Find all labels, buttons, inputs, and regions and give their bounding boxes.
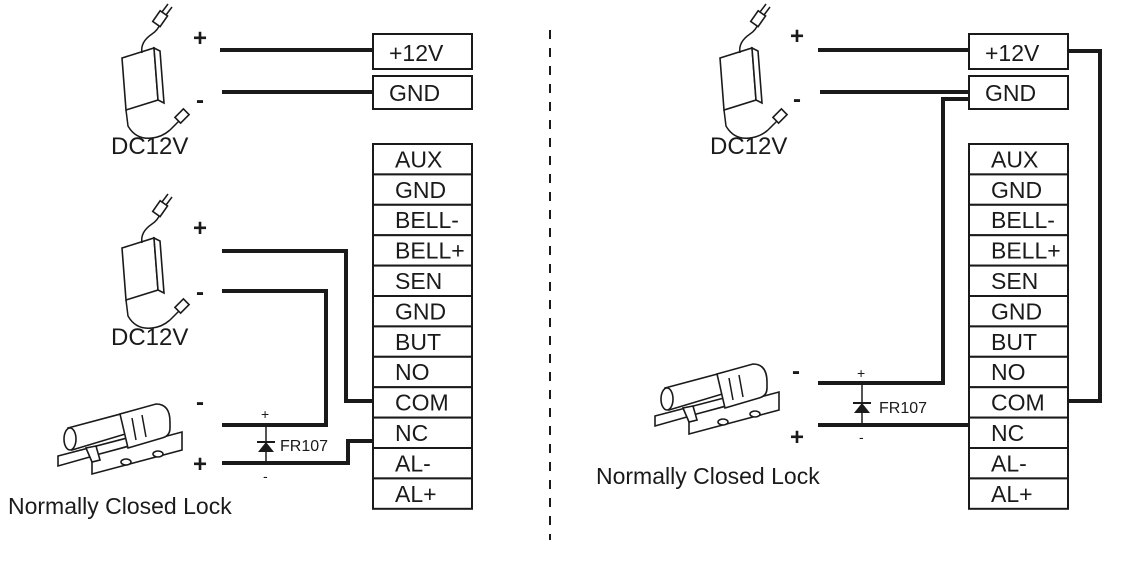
diode-icon [852, 402, 872, 414]
terminal-label: +12V [389, 40, 444, 66]
terminal-cell [372, 203, 473, 237]
terminal-label: SEN [395, 268, 442, 294]
minus-sign: - [792, 358, 800, 385]
terminal-label: NO [991, 359, 1026, 385]
terminal-label: NC [395, 420, 428, 446]
terminal-cell [372, 325, 473, 358]
terminal-cell [968, 386, 1069, 419]
terminal-cell [372, 234, 473, 267]
terminal-cell [968, 355, 1069, 389]
psu-label: DC12V [111, 133, 188, 160]
plus-sign-small: + [857, 365, 865, 381]
electric-lock-icon [57, 403, 183, 475]
terminal-cell [968, 264, 1069, 298]
minus-sign: - [196, 389, 204, 416]
terminal-cell [372, 386, 473, 419]
terminal-label: COM [991, 390, 1045, 416]
terminal-label: GND [395, 177, 446, 203]
minus-sign-small: - [859, 429, 864, 445]
plus-sign: + [193, 451, 207, 478]
minus-sign-small: - [263, 468, 268, 484]
electric-lock-icon [654, 363, 780, 435]
terminal-label: AL+ [991, 481, 1033, 507]
left-panel: + - DC12V +12V GND AUX GND BELL- BELL+ SEN GN… [8, 3, 473, 519]
power-adapter-icon [121, 3, 190, 140]
terminal-label: BELL+ [991, 238, 1061, 264]
power-terminal-block: +12V GND [968, 33, 1069, 110]
wire [222, 249, 373, 403]
terminal-cell [968, 203, 1069, 237]
right-panel: + - DC12V +12V GND AUX GND BELL- BELL+ SEN GN… [596, 3, 1102, 510]
plus-sign: + [193, 215, 207, 242]
terminal-label: GND [991, 177, 1042, 203]
terminal-label: BELL- [991, 207, 1055, 233]
diode-icon [256, 441, 276, 453]
diode-label: FR107 [879, 400, 927, 417]
terminal-cell [372, 355, 473, 389]
terminal-label: NO [395, 359, 430, 385]
terminal-label: AL- [395, 450, 431, 476]
terminal-block: AUX GND BELL- BELL+ SEN GND BUT NO COM NC AL- AL+ [968, 143, 1069, 510]
terminal-label: AUX [991, 146, 1038, 172]
terminal-cell [372, 416, 473, 450]
terminal-cell [968, 143, 1069, 176]
terminal-cell [372, 264, 473, 298]
plus-sign: + [790, 23, 804, 50]
plus-sign: + [193, 25, 207, 52]
plus-sign-small: + [261, 406, 269, 422]
diode-label: FR107 [280, 438, 328, 455]
lock-label: Normally Closed Lock [8, 493, 232, 519]
terminal-block: AUX GND BELL- BELL+ SEN GND BUT NO COM NC AL- AL+ [372, 143, 473, 510]
terminal-label: BELL+ [395, 238, 465, 264]
terminal-cell [372, 173, 473, 206]
terminal-cell [968, 477, 1069, 510]
terminal-label: GND [985, 80, 1036, 106]
terminal-cell [968, 295, 1069, 328]
terminal-cell [372, 477, 473, 510]
terminal-label: BUT [991, 329, 1037, 355]
minus-sign: - [793, 86, 801, 113]
power-terminal-block: +12V GND [372, 33, 473, 110]
terminal-label: BUT [395, 329, 441, 355]
terminal-cell [968, 234, 1069, 267]
power-adapter-icon [121, 193, 190, 330]
terminal-cell [372, 143, 473, 176]
wire [222, 289, 328, 427]
terminal-label: GND [991, 298, 1042, 324]
wire [222, 439, 373, 465]
psu-label: DC12V [111, 324, 188, 351]
wire [1068, 49, 1102, 403]
terminal-cell [372, 295, 473, 328]
lock-label: Normally Closed Lock [596, 463, 820, 489]
terminal-label: AL+ [395, 481, 437, 507]
terminal-label: COM [395, 390, 449, 416]
terminal-label: BELL- [395, 207, 459, 233]
wire [818, 97, 969, 385]
power-adapter-icon [719, 3, 788, 140]
minus-sign: - [196, 279, 204, 306]
terminal-label: AL- [991, 450, 1027, 476]
terminal-label: GND [395, 298, 446, 324]
plus-sign: + [790, 424, 804, 451]
terminal-label: SEN [991, 268, 1038, 294]
minus-sign: - [196, 87, 204, 114]
terminal-cell [968, 416, 1069, 450]
terminal-label: GND [389, 80, 440, 106]
terminal-cell [372, 447, 473, 480]
terminal-label: AUX [395, 146, 442, 172]
terminal-label: +12V [985, 40, 1040, 66]
terminal-cell [968, 325, 1069, 358]
terminal-label: NC [991, 420, 1024, 446]
psu-label: DC12V [710, 133, 787, 160]
